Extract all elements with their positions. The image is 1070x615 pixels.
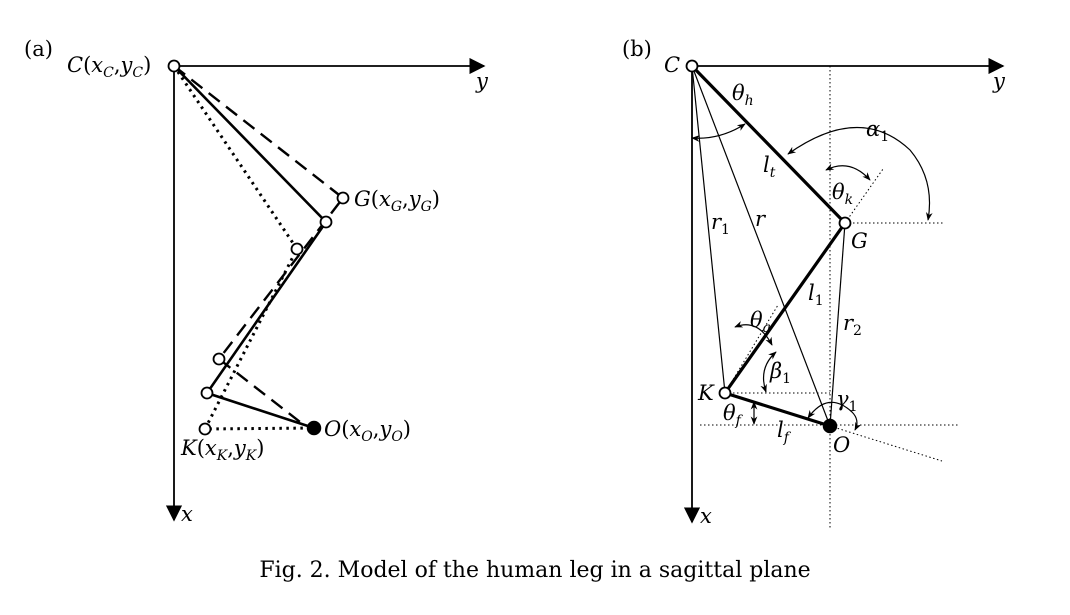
label-o-coordinates: O(xO,yO) <box>324 417 411 445</box>
reference-lines <box>700 66 958 530</box>
joint-k-solid-marker <box>200 386 214 400</box>
panel-b-x-axis-label: x <box>700 504 712 528</box>
label-r: r <box>755 207 767 231</box>
joint-g-dotted-marker <box>290 242 304 256</box>
thigh-segment-lt <box>690 64 847 225</box>
arc-gamma-1 <box>807 401 862 431</box>
joint-c-marker <box>167 59 181 73</box>
joint-g-marker <box>838 216 852 230</box>
label-theta-f: θf <box>723 401 744 429</box>
joint-k-dotted-marker <box>198 422 212 436</box>
label-g: G <box>851 229 868 253</box>
label-theta-h: θh <box>732 81 754 109</box>
dotted-leg-configuration <box>172 65 315 431</box>
label-gamma-1: γ1 <box>836 387 857 415</box>
figure-caption: Fig. 2. Model of the human leg in a sagi… <box>259 558 811 583</box>
joint-k-marker <box>718 386 732 400</box>
panel-b: (b) y x <box>622 37 1006 530</box>
joint-k-dashed-marker <box>212 352 226 366</box>
label-beta-1: β1 <box>769 359 791 387</box>
label-l-1: l1 <box>808 281 824 309</box>
arc-theta-k <box>825 163 871 181</box>
arc-theta-h <box>691 123 746 142</box>
panel-b-label: (b) <box>622 37 652 61</box>
joint-g-solid-marker <box>319 215 333 229</box>
arc-beta-1 <box>760 351 777 393</box>
point-o-marker <box>822 418 838 434</box>
panel-a-x-axis-label: x <box>181 502 193 526</box>
label-l-f: lf <box>777 418 792 446</box>
joint-g-dashed-marker <box>336 191 350 205</box>
panel-a-y-axis-label: y <box>475 69 489 93</box>
radius-lines <box>691 65 846 427</box>
label-alpha-1: α1 <box>866 117 889 145</box>
leg-segments <box>690 64 847 428</box>
panel-b-y-axis-label: y <box>992 69 1006 93</box>
label-r-1: r1 <box>711 210 730 238</box>
solid-leg-configuration <box>173 65 328 430</box>
label-r-2: r2 <box>843 311 862 339</box>
point-o-marker <box>306 420 322 436</box>
joint-c-marker <box>685 59 699 73</box>
label-o: O <box>833 433 850 457</box>
arc-theta-a <box>734 321 773 346</box>
dashed-leg-configuration <box>173 65 345 426</box>
radius-r2 <box>829 222 846 427</box>
panel-a-label: (a) <box>24 37 53 61</box>
label-k-coordinates: K(xK,yK) <box>180 436 264 464</box>
panel-a: (a) y x C(xC,yC) G(xG,yG) K(xK,yK) O(xO,… <box>24 37 489 526</box>
radius-r1 <box>691 65 726 394</box>
label-theta-a: θa <box>750 308 771 336</box>
label-g-coordinates: G(xG,yG) <box>354 187 440 215</box>
radius-r <box>691 65 831 427</box>
label-l-t: lt <box>763 153 776 181</box>
label-c-coordinates: C(xC,yC) <box>67 53 151 81</box>
label-theta-k: θk <box>832 180 853 208</box>
angle-arcs <box>691 123 933 431</box>
label-k: K <box>697 381 715 405</box>
shank-segment-l1 <box>723 222 847 394</box>
label-c: C <box>664 53 680 77</box>
arc-alpha-1 <box>787 126 933 221</box>
